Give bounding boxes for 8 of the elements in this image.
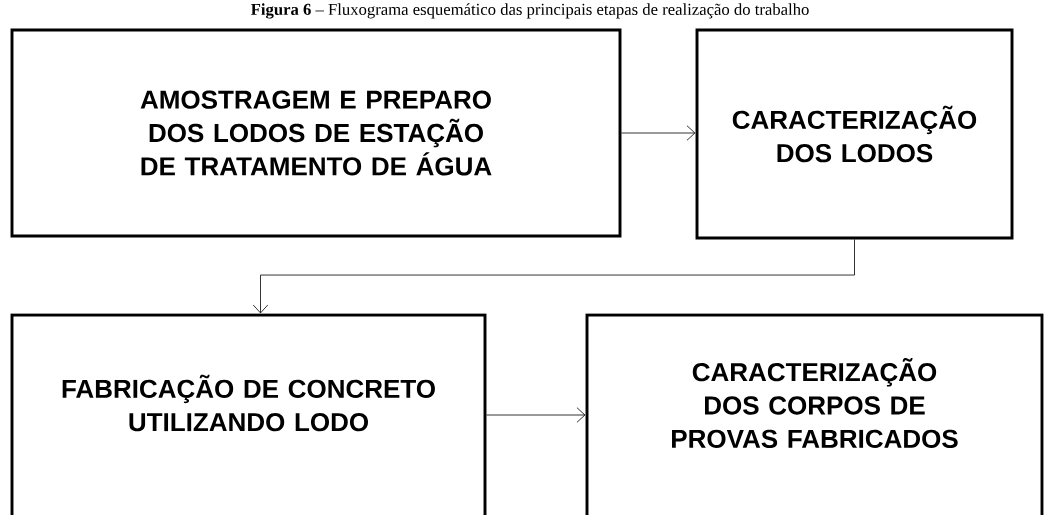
process-box: CARACTERIZAÇÃO DOS CORPOS DE PROVAS FABRICADOS (585, 313, 1044, 515)
arrow (252, 239, 855, 314)
figure-caption: Figura 6 – Fluxograma esquemático das principais etapas de realização do trabalho (251, 3, 809, 19)
process-box: FABRICAÇÃO DE CONCRETO UTILIZANDO LODO (10, 313, 487, 515)
arrow (486, 407, 586, 423)
arrow (621, 125, 696, 141)
process-box: AMOSTRAGEM E PREPARO DOS LODOS DE ESTAÇÃO DE TRATAMENTO DE ÁGUA (10, 28, 622, 238)
process-box: CARACTERIZAÇÃO DOS LODOS (695, 28, 1014, 240)
